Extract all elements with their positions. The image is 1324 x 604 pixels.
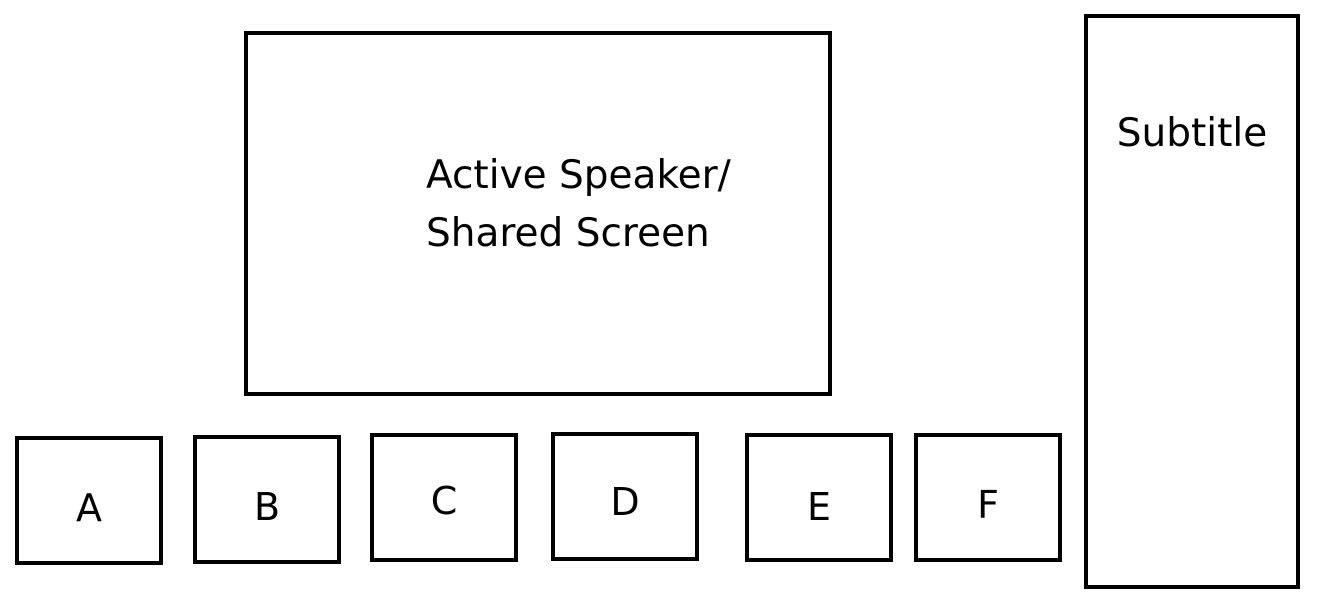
participant-label-a: A [76,486,102,530]
participant-tile-f: F [914,433,1062,562]
participant-tile-b: B [193,435,341,564]
subtitle-label: Subtitle [1116,111,1268,156]
active-speaker-label-line2: Shared Screen [426,211,710,256]
active-speaker-area: Active Speaker/ Shared Screen [244,31,832,396]
participant-label-f: F [977,483,999,527]
participant-label-d: D [610,480,640,524]
participant-tile-e: E [745,433,893,562]
participant-tile-d: D [551,432,699,561]
active-speaker-label-line1: Active Speaker/ [426,153,731,198]
participant-label-b: B [253,485,281,529]
subtitle-panel: Subtitle [1084,14,1300,589]
active-speaker-label: Active Speaker/ Shared Screen [426,147,766,263]
participant-label-e: E [806,485,831,529]
participant-tile-a: A [15,436,163,565]
participant-tile-c: C [370,433,518,562]
participant-label-c: C [430,479,458,523]
